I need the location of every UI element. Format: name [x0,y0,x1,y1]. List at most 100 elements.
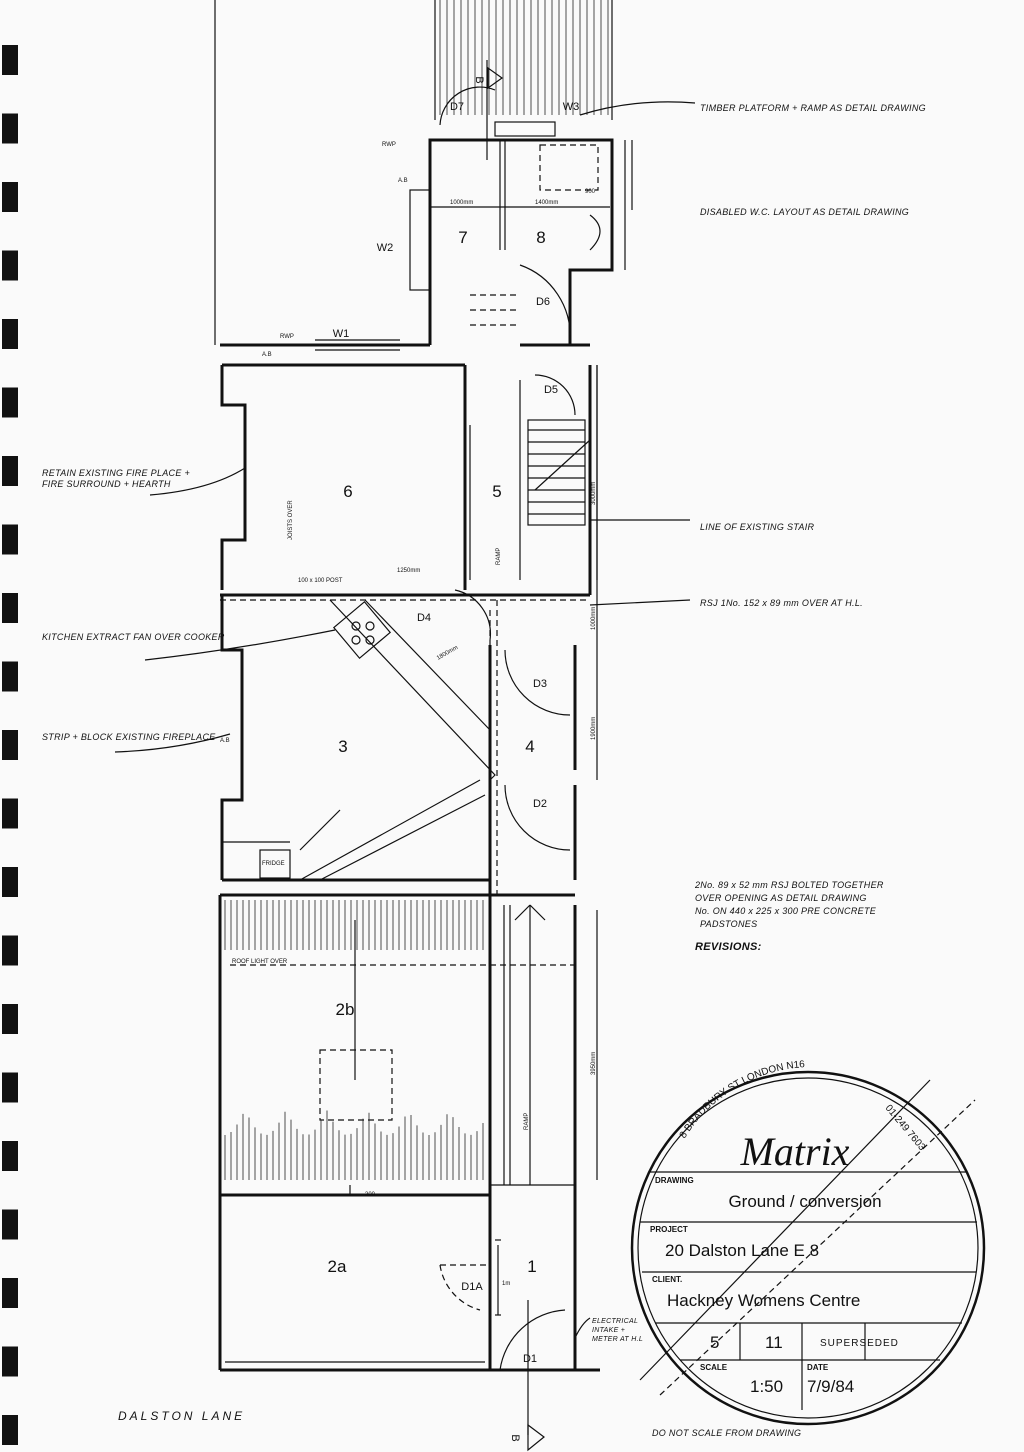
binder-hole [2,1072,18,1103]
binder-hole [2,798,18,829]
timber-platform-hatch [439,0,609,115]
binder-hole [2,45,18,75]
scale-label: SCALE [700,1363,728,1372]
wc-note: DISABLED W.C. LAYOUT AS DETAIL DRAWING [700,207,909,217]
front-floor-hatch [224,900,484,1180]
binder-hole [2,1141,18,1171]
binder-hole [2,250,18,281]
stair-note: LINE OF EXISTING STAIR [700,522,814,532]
room-6-label: 6 [343,482,352,501]
ab-label: A.B [220,738,230,744]
drawing-label: DRAWING [655,1176,694,1185]
door-d1-label: D1 [523,1353,537,1365]
door-d2-label: D2 [533,798,547,810]
door-d4-label: D4 [417,612,431,624]
binder-hole [2,935,18,966]
room-5-label: 5 [492,482,501,501]
room-7-label: 7 [458,228,467,247]
rear-extension-walls [409,86,633,347]
binder-hole [2,1209,18,1240]
binder-hole [2,319,18,349]
scale-value: 1:50 [750,1377,783,1396]
dimension-text: 1000mm [450,200,473,206]
phone-text: 01-249 7603 [883,1103,928,1153]
svg-text:OVER OPENING AS DETAIL DRAWING: OVER OPENING AS DETAIL DRAWING [695,893,867,903]
door-d7-label: D7 [450,101,464,113]
ab-label: A.B [262,352,272,358]
room-2b-label: 2b [336,1000,355,1019]
section-marker-bottom: B [509,1423,545,1452]
matrix-logo: Matrix [740,1129,850,1174]
binder-hole [2,661,18,692]
rwp-label: RWP [382,142,396,148]
timber-platform-note: TIMBER PLATFORM + RAMP AS DETAIL DRAWING [700,103,926,113]
dimension-text: 1900mm [591,717,597,740]
svg-text:PADSTONES: PADSTONES [700,919,757,929]
section-marker-top: B [473,60,504,160]
roof-light-label: ROOF LIGHT OVER [232,959,288,965]
fridge-label: FRIDGE [262,861,285,867]
ramp-label: RAMP [524,1113,530,1130]
rwp-label: RWP [280,334,294,340]
dimension-text: 1800mm [436,645,459,662]
post-label: 100 x 100 POST [298,578,343,584]
door-d5-label: D5 [544,384,558,396]
room-2a-label: 2a [328,1257,347,1276]
binder-hole [2,1004,18,1034]
fireplace-note: RETAIN EXISTING FIRE PLACE + FIRE SURROU… [42,468,191,490]
binder-hole [2,1346,18,1377]
dimension-text: 1400mm [535,200,558,206]
leader-line [574,1317,591,1339]
sheet-number: 11 [765,1333,783,1352]
leader-line [114,733,231,753]
project-label: PROJECT [650,1225,688,1234]
leader-line [589,599,691,606]
rsj-note: RSJ 1No. 152 x 89 mm OVER AT H.L. [700,598,863,608]
window-w1-label: W1 [333,328,350,340]
superseded-stamp: SUPERSEDED [820,1338,899,1349]
binder-holes [2,45,18,1445]
revisions-label: REVISIONS: [695,941,762,953]
room-1-label: 1 [527,1257,536,1276]
dimension-text: 1m [502,1281,510,1287]
client-value: Hackney Womens Centre [667,1291,860,1310]
joists-label: JOISTS OVER [288,500,294,540]
window-w2-label: W2 [377,242,394,254]
electrical-note: ELECTRICAL INTAKE + METER AT H.L [592,1318,644,1343]
extract-fan-note: KITCHEN EXTRACT FAN OVER COOKER [42,632,225,642]
dimension-text: 900 [585,189,596,195]
svg-text:B: B [473,76,485,83]
binder-hole [2,867,18,897]
svg-text:2No. 89 x 52 mm RSJ BOLTED TOG: 2No. 89 x 52 mm RSJ BOLTED TOGETHER [694,880,884,890]
room-4-label: 4 [525,737,534,756]
binder-hole [2,387,18,418]
binder-hole [2,593,18,623]
door-d1a-label: D1A [461,1281,483,1293]
svg-text:B: B [509,1434,521,1441]
drawing-value: Ground / conversion [728,1192,881,1211]
dimension-text: 1000mm [591,607,597,630]
door-d6-label: D6 [536,296,550,308]
project-value: 20 Dalston Lane E 8 [665,1241,819,1260]
client-label: CLIENT. [652,1275,682,1284]
job-number: 5 [710,1333,719,1352]
binder-hole [2,456,18,486]
binder-hole [2,182,18,212]
title-block: 8 BRADBURY ST LONDON N16 01-249 7603 Mat… [630,1059,986,1426]
date-label: DATE [807,1363,829,1372]
street-name: DALSTON LANE [118,1409,245,1423]
ab-label: A.B [398,178,408,184]
binder-hole [2,113,18,144]
window-w3-label: W3 [563,101,580,113]
door-d3-label: D3 [533,678,547,690]
dimension-text: 1250mm [397,568,420,574]
strip-fireplace-note: STRIP + BLOCK EXISTING FIREPLACE [42,732,216,742]
do-not-scale-note: DO NOT SCALE FROM DRAWING [652,1428,801,1438]
rsj-bolted-note: 2No. 89 x 52 mm RSJ BOLTED TOGETHER OVER… [694,880,884,929]
binder-hole [2,524,18,555]
dimension-text: 3000mm [591,482,597,505]
date-value: 7/9/84 [807,1377,854,1396]
leader-line [149,467,246,496]
leader-line [144,629,336,661]
